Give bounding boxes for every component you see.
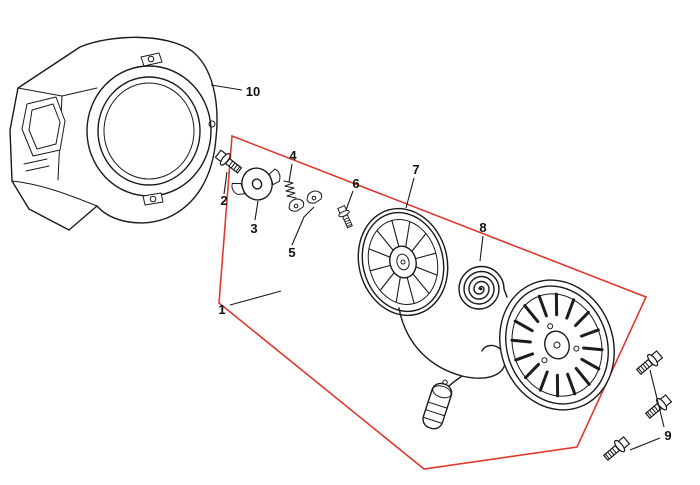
callout-3: 3 <box>250 221 257 236</box>
leader-line-4 <box>288 163 293 183</box>
leader-line-5 <box>291 206 315 246</box>
ratchet-pawls-5-drawing <box>288 190 323 212</box>
leader-line-2 <box>223 171 228 195</box>
leader-line-9a <box>649 369 665 428</box>
starter-ratchet-3-drawing <box>231 167 281 201</box>
starter-rope-drawing <box>398 307 507 399</box>
callout-9: 9 <box>664 428 671 443</box>
leader-line-1 <box>229 290 282 306</box>
leader-line-3 <box>254 200 259 221</box>
starter-reel-7-drawing <box>357 207 449 317</box>
bolt-6-drawing <box>335 204 356 230</box>
callout-1: 1 <box>218 302 225 317</box>
callout-2: 2 <box>220 193 227 208</box>
recoil-starter-cover-drawing <box>499 279 615 411</box>
callout-labels: 1 2 3 4 5 6 7 8 9 10 <box>218 84 671 443</box>
assembly-outline <box>218 134 648 470</box>
starter-grip-drawing <box>422 379 453 430</box>
callout-8: 8 <box>479 220 486 235</box>
leader-line-9b <box>629 437 661 451</box>
leader-line-6 <box>345 190 354 211</box>
callout-5: 5 <box>288 245 295 260</box>
callout-4: 4 <box>289 148 297 163</box>
recoil-spring-8-drawing <box>458 265 508 310</box>
friction-spring-4-drawing <box>283 180 297 199</box>
callout-10: 10 <box>246 84 260 99</box>
engine-fan-cover-drawing <box>9 36 218 231</box>
leader-line-10 <box>210 84 243 91</box>
leader-line-7 <box>405 177 415 209</box>
leader-line-8 <box>479 235 484 262</box>
leader-lines <box>210 84 665 451</box>
callout-6: 6 <box>352 176 359 191</box>
callout-7: 7 <box>412 162 419 177</box>
